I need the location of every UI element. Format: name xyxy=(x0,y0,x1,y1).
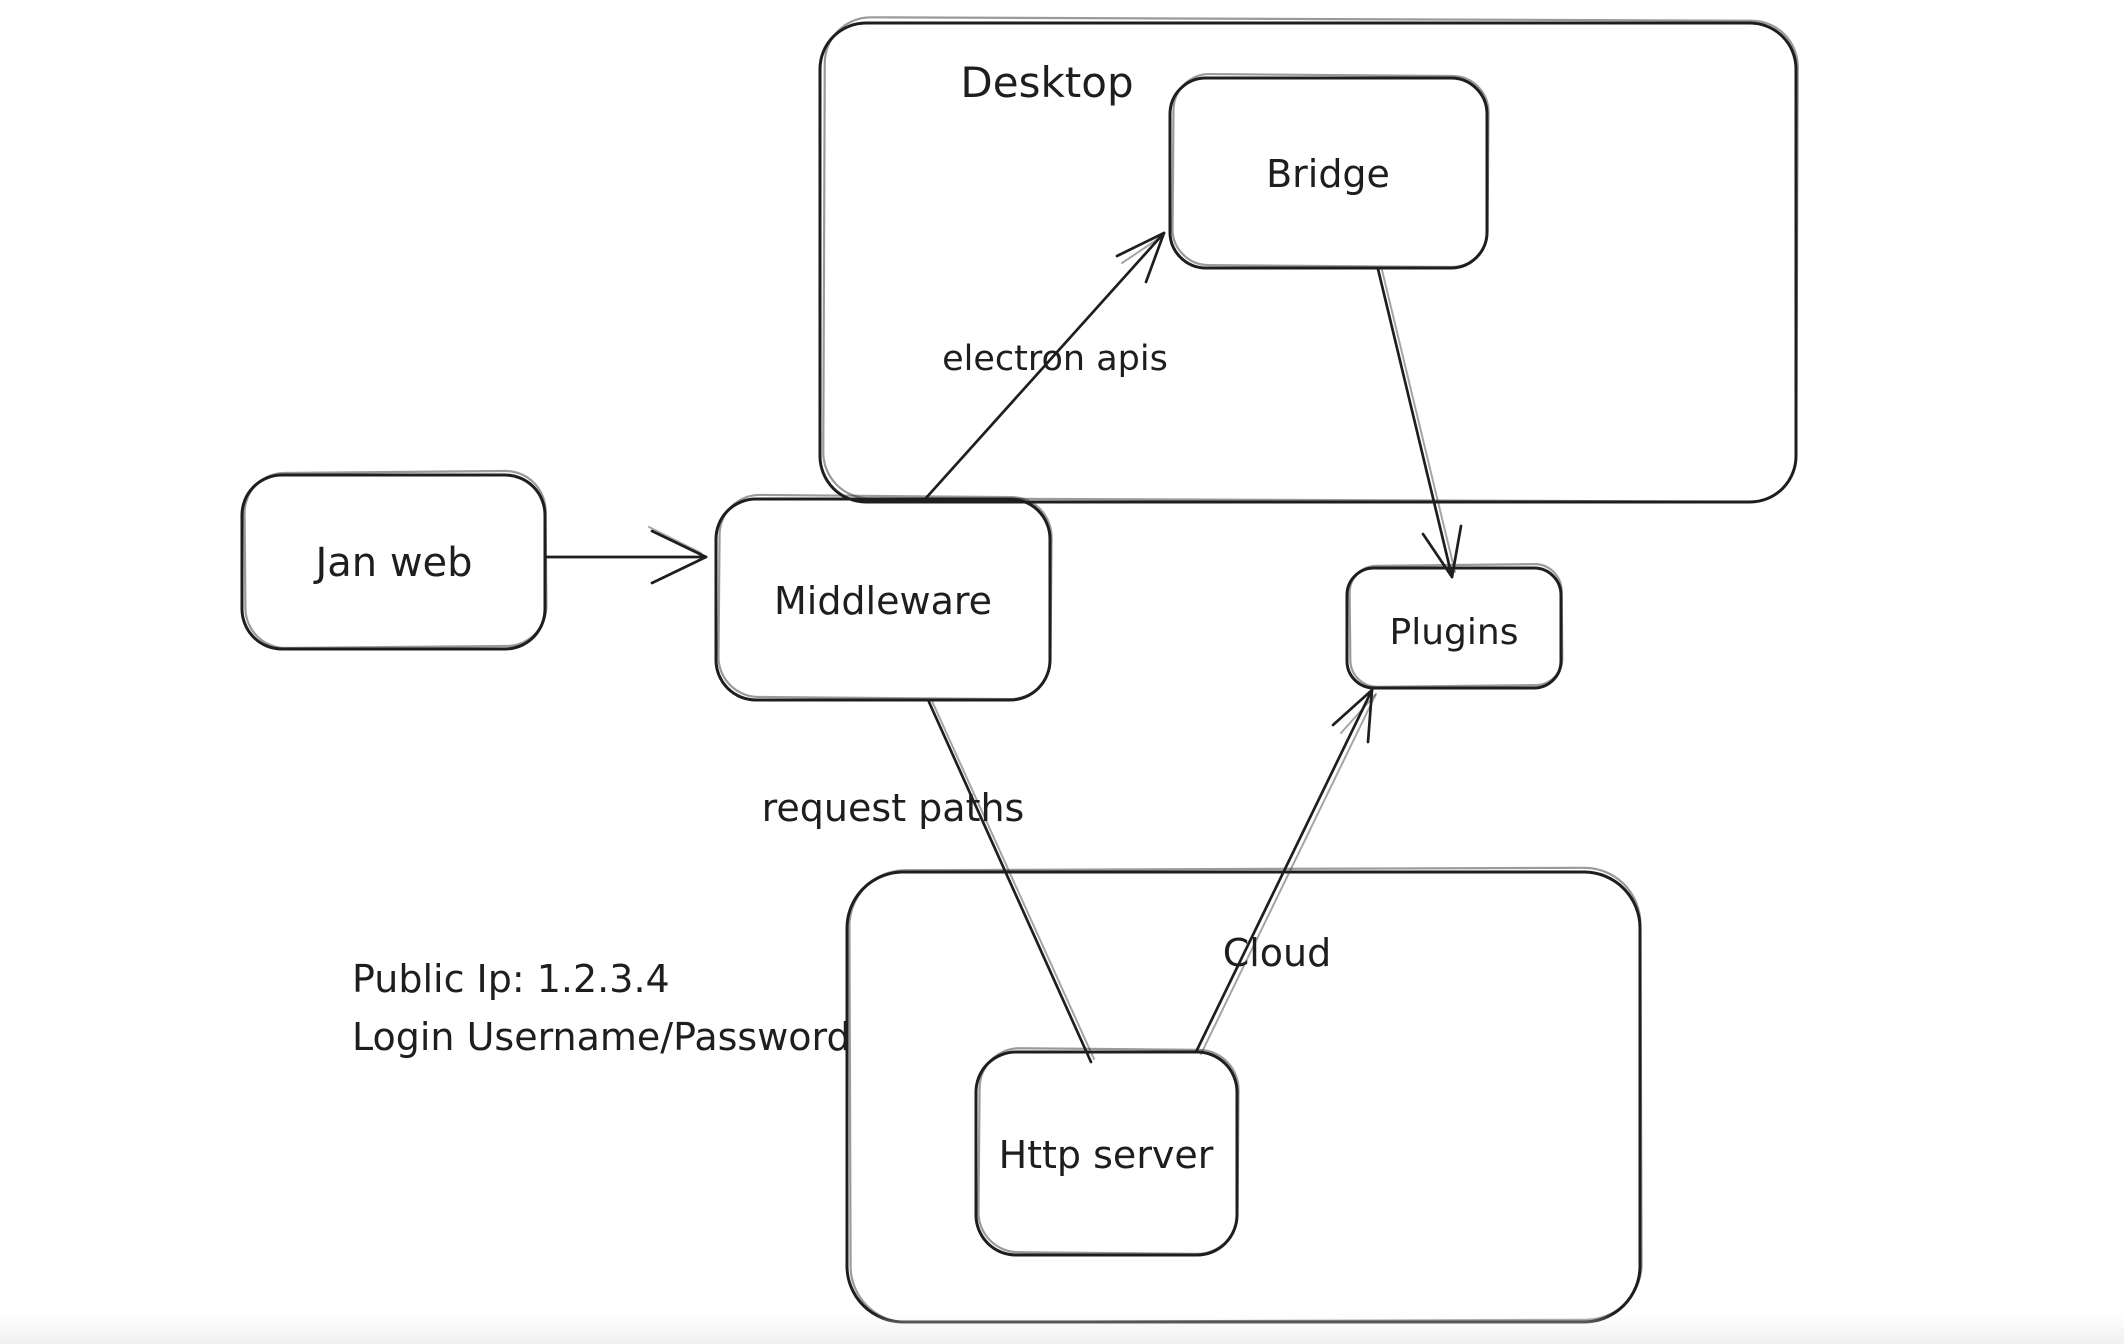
arrow-bridge-to-plugins xyxy=(1376,267,1463,579)
arrow-middleware-to-bridge-head-sketch xyxy=(1121,236,1162,264)
plugins-node-outline xyxy=(1345,566,1563,690)
desktop-container-label: Desktop xyxy=(960,58,1133,107)
jan-web-node-outline xyxy=(240,473,547,651)
cloud-container-label: Cloud xyxy=(1223,931,1332,975)
jan-web-node-label: Jan web xyxy=(312,540,472,586)
arrow-janweb-to-middleware xyxy=(545,526,708,585)
footer-fade xyxy=(0,1314,2124,1344)
bridge-node-outline xyxy=(1168,76,1489,270)
jan-web-node: Jan web xyxy=(240,469,548,651)
arrow-httpserver-to-plugins-line xyxy=(1194,688,1374,1054)
bridge-node-label: Bridge xyxy=(1266,152,1390,196)
arrow-httpserver-to-plugins-head-sketch xyxy=(1340,694,1376,734)
label-electron-apis: electron apis xyxy=(942,339,1168,379)
middleware-node: Middleware xyxy=(714,493,1053,702)
arrow-middleware-to-bridge-head xyxy=(1115,231,1166,284)
line-middleware-to-httpserver xyxy=(927,700,1095,1064)
plugins-node: Plugins xyxy=(1345,563,1564,690)
line-middleware-to-httpserver-line xyxy=(927,700,1093,1064)
cloud-container: Cloud xyxy=(845,866,1643,1324)
arrow-httpserver-to-plugins xyxy=(1194,688,1377,1055)
arrow-httpserver-to-plugins-head xyxy=(1331,688,1374,744)
arrow-bridge-to-plugins-line xyxy=(1376,267,1454,579)
desktop-container-outline xyxy=(818,21,1798,504)
plugins-node-label: Plugins xyxy=(1390,612,1519,653)
arrow-middleware-to-bridge xyxy=(924,231,1166,500)
line-middleware-to-httpserver-sketch xyxy=(931,700,1095,1060)
arrow-middleware-to-bridge-line xyxy=(924,231,1166,500)
middleware-node-label: Middleware xyxy=(774,579,992,623)
http-server-node: Http server xyxy=(974,1047,1240,1257)
middleware-node-outline xyxy=(714,497,1052,702)
desktop-container: Desktop xyxy=(818,16,1799,504)
bridge-node: Bridge xyxy=(1168,72,1490,270)
annotation-public-ip: Public Ip: 1.2.3.4 xyxy=(352,957,670,1001)
http-server-node-label: Http server xyxy=(999,1133,1214,1177)
arrow-janweb-to-middleware-head-sketch xyxy=(648,526,702,554)
arrow-bridge-to-plugins-line-sketch xyxy=(1381,269,1456,573)
http-server-node-outline xyxy=(974,1050,1239,1257)
arrow-janweb-to-middleware-head xyxy=(650,529,708,585)
annotation-login: Login Username/Password xyxy=(352,1015,851,1059)
arrow-httpserver-to-plugins-line-sketch xyxy=(1200,693,1377,1055)
label-request-paths: request paths xyxy=(762,786,1025,830)
